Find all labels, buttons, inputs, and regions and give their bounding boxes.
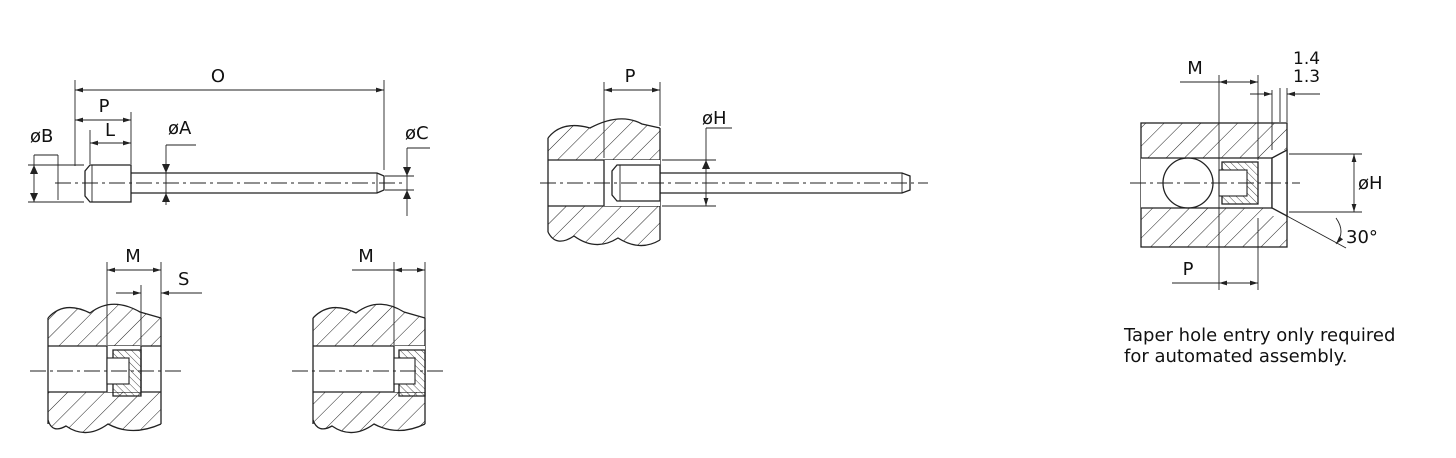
pin-head [84,164,132,203]
taper-hole-note: Taper hole entry only required for autom… [1124,325,1395,367]
taper-hole-detail: M 1.4 1.3 øH 30° P [1130,49,1383,290]
dim-M-label-2: M [358,246,374,267]
dim-L-label: L [105,120,115,141]
dim-P-label-3: P [1183,259,1194,280]
dim-P-label: P [99,96,110,117]
pin-side-view: O P L øA øB øC [28,66,430,216]
dim-1-3-label: 1.3 [1293,67,1320,87]
dim-1-4-label: 1.4 [1293,49,1320,69]
pin-shank [131,172,385,194]
dim-P-label-2: P [625,66,636,87]
dim-oH-label: øH [702,108,727,129]
pin-in-hole-view: P øH [540,66,928,247]
angle-30-label: 30° [1346,227,1378,248]
installed-view-flush: M [292,246,445,434]
dim-oH-label-2: øH [1358,173,1383,194]
dim-oB-label: øB [30,126,53,147]
dim-O-label: O [211,66,225,87]
installed-view-with-s: M S [30,246,202,434]
dim-oC-label: øC [405,123,429,144]
dim-M-label-3: M [1187,58,1203,79]
dim-S-label: S [178,269,189,290]
dim-oA-label: øA [168,118,192,139]
dim-M-label-1: M [125,246,141,267]
note-line-2: for automated assembly. [1124,346,1348,367]
note-line-1: Taper hole entry only required [1124,325,1396,346]
